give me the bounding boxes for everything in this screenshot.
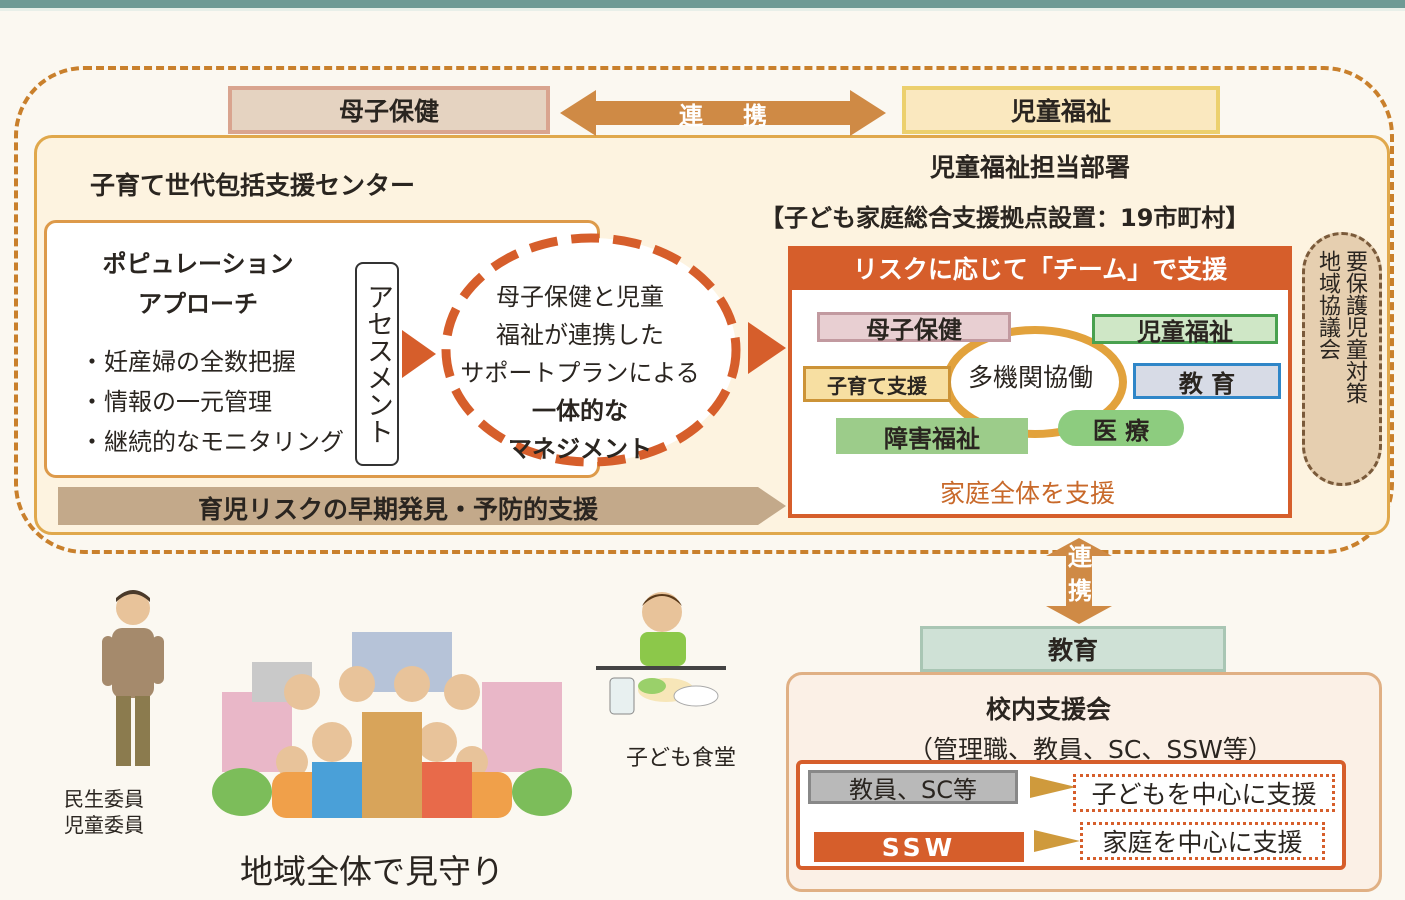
team-support-header: リスクに応じて「チーム」で支援 — [788, 246, 1292, 290]
kyoin-sc-pill: 教員、SC等 — [808, 770, 1018, 804]
renkei-label: 連携 — [679, 101, 807, 130]
council-oval — [1302, 232, 1382, 486]
bullet-item: ・情報の一元管理 — [80, 388, 272, 416]
team-shogai-fukushi: 障害福祉 — [836, 418, 1028, 454]
early-detection-bar — [58, 487, 786, 525]
community-watch-title: 地域全体で見守り — [240, 852, 504, 891]
family-centered-support: 家庭を中心に支援 — [1080, 822, 1325, 860]
tab-jido-fukushi: 児童福祉 — [902, 86, 1220, 134]
child-eating-icon — [596, 592, 726, 715]
center-title: 子育て世代包括支援センター — [90, 171, 416, 200]
top-border-light — [0, 8, 1405, 11]
school-members: （管理職、教員、SC、SSW等） — [908, 735, 1273, 764]
tab-boshi-hoken: 母子保健 — [228, 86, 550, 134]
family-support-label: 家庭全体を支援 — [940, 479, 1116, 508]
arrow-right-icon — [1030, 776, 1076, 798]
bullet-item: ・継続的なモニタリング — [80, 428, 344, 456]
bullet-item: ・妊産婦の全数把握 — [80, 348, 296, 376]
team-jido-fukushi: 児童福祉 — [1092, 314, 1278, 346]
jido-department-title: 児童福祉担当部署 — [930, 153, 1131, 182]
team-kosodate-shien: 子育て支援 — [803, 366, 951, 402]
kyoten-note: 【子ども家庭総合支援拠点設置：19市町村】 — [760, 204, 1250, 232]
team-iryo: 医 療 — [1058, 410, 1184, 446]
outer-collaboration-frame — [14, 66, 1394, 554]
council-label: 要保護児童対策地域協議会 — [1315, 250, 1367, 404]
management-text: 母子保健と児童 福祉が連携した サポートプランによる 一体的な マネジメント — [460, 283, 700, 463]
school-meeting-title: 校内支援会 — [986, 695, 1112, 724]
minsei-label: 民生委員 児童委員 — [64, 787, 144, 837]
assessment-box: アセスメント — [355, 262, 399, 466]
vertical-renkei-label: 連 携 — [1068, 543, 1092, 605]
person-icon — [102, 590, 164, 766]
population-bullets: ・妊産婦の全数把握 ・情報の一元管理 ・継続的なモニタリング — [80, 342, 344, 462]
child-centered-support: 子どもを中心に支援 — [1073, 774, 1335, 812]
management-oval — [441, 233, 741, 467]
ssw-pill: SSW — [814, 832, 1024, 862]
early-detection-label: 育児リスクの早期発見・予防的支援 — [197, 495, 598, 524]
top-border — [0, 0, 1405, 8]
kodomo-shokudo-label: 子ども食堂 — [626, 746, 737, 771]
vertical-double-arrow-icon — [1046, 538, 1112, 624]
tab-kyoiku: 教育 — [920, 626, 1226, 672]
arrow-right-icon — [402, 330, 436, 378]
double-arrow-icon — [560, 90, 886, 136]
population-approach-title: ポピュレーション アプローチ — [102, 250, 294, 318]
community-group-icon — [212, 632, 572, 818]
arrow-right-icon — [748, 322, 786, 374]
multi-agency-label: 多機関協働 — [968, 363, 1094, 392]
team-boshi-hoken: 母子保健 — [817, 312, 1011, 344]
team-kyoiku: 教 育 — [1133, 363, 1281, 399]
arrow-right-icon — [1034, 830, 1080, 852]
